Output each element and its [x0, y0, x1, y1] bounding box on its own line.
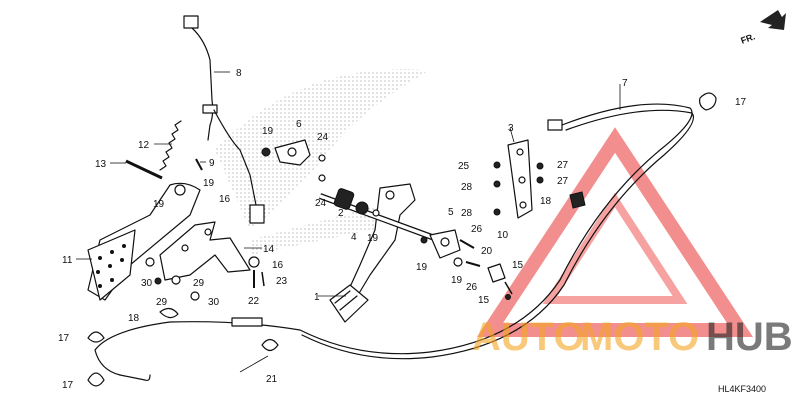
- callout-20: 20: [481, 246, 493, 257]
- callout-19e: 19: [416, 262, 428, 273]
- callout-30b: 30: [208, 297, 220, 308]
- callout-2: 2: [338, 208, 344, 219]
- part-6-pivot-bracket: [261, 139, 326, 182]
- part-13-pin: [125, 159, 163, 180]
- diagram-code: HL4KF3400: [718, 384, 766, 394]
- callout-29b: 29: [156, 297, 168, 308]
- callout-11: 11: [62, 255, 73, 266]
- callout-4: 4: [351, 232, 357, 243]
- callout-26b: 26: [466, 282, 478, 293]
- callout-29a: 29: [193, 278, 205, 289]
- callout-18a: 18: [540, 196, 552, 207]
- callout-30a: 30: [141, 278, 153, 289]
- part-9-cotter-pin: [195, 158, 203, 171]
- part-2-4-shaft: [318, 188, 442, 243]
- callout-28b: 28: [461, 208, 473, 219]
- callout-13: 13: [95, 159, 107, 170]
- callout-14: 14: [263, 244, 275, 255]
- callout-19f: 19: [451, 275, 463, 286]
- part-3-cable-bracket: [493, 139, 544, 219]
- watermark-logo: [477, 127, 753, 337]
- clamps-17-18-21: [87, 92, 717, 387]
- callout-27b: 27: [557, 176, 569, 187]
- callout-1: 1: [314, 292, 320, 303]
- part-14-bracket: [159, 221, 251, 281]
- callout-24a: 24: [317, 132, 329, 143]
- callout-numbers: 1 2 3 4 5 6 7 8 9 10 11 12 13 14 15 15 1…: [58, 68, 747, 391]
- callout-21: 21: [266, 374, 278, 385]
- bolts-29-30: [145, 257, 200, 301]
- callout-25: 25: [458, 161, 470, 172]
- callout-10: 10: [497, 230, 509, 241]
- watermark-text: AUTO MOTO HUB: [472, 315, 793, 359]
- part-5-10-20-26: [420, 229, 513, 300]
- callout-19d: 19: [367, 233, 379, 244]
- part-8-sensor-harness: [183, 15, 265, 224]
- callout-19b: 19: [203, 178, 215, 189]
- callout-12: 12: [138, 140, 150, 151]
- callout-28a: 28: [461, 182, 473, 193]
- callout-7: 7: [622, 78, 628, 89]
- part-1-accelerator-pedal: [329, 183, 416, 323]
- callout-23: 23: [276, 276, 288, 287]
- callout-17b: 17: [58, 333, 70, 344]
- callout-22: 22: [248, 296, 260, 307]
- callout-18b: 18: [128, 313, 140, 324]
- front-direction-arrow-icon: [760, 10, 786, 30]
- callout-16a: 16: [219, 194, 231, 205]
- part-7-cable: [94, 103, 694, 382]
- callout-15b: 15: [478, 295, 490, 306]
- callout-8: 8: [236, 68, 242, 79]
- callout-17c: 17: [62, 380, 74, 391]
- part-22-23-fasteners: [248, 256, 265, 288]
- part-12-spring: [159, 120, 182, 171]
- callout-15a: 15: [512, 260, 524, 271]
- callout-5: 5: [448, 207, 454, 218]
- fr-label: FR.: [739, 31, 756, 45]
- callout-9: 9: [209, 158, 215, 169]
- callout-3: 3: [508, 123, 514, 134]
- part-11-brake-pedal: [87, 182, 201, 301]
- callout-24b: 24: [315, 198, 327, 209]
- callout-19c: 19: [153, 199, 165, 210]
- callout-6: 6: [296, 119, 302, 130]
- watermark-moto: MOTO: [580, 315, 699, 359]
- callout-26a: 26: [471, 224, 483, 235]
- callout-16b: 16: [272, 260, 284, 271]
- callout-17a: 17: [735, 97, 747, 108]
- leader-lines: [76, 71, 621, 373]
- callout-19a: 19: [262, 126, 274, 137]
- watermark-auto: AUTO: [472, 315, 585, 359]
- watermark-hub: HUB: [706, 315, 793, 359]
- callout-27a: 27: [557, 160, 569, 171]
